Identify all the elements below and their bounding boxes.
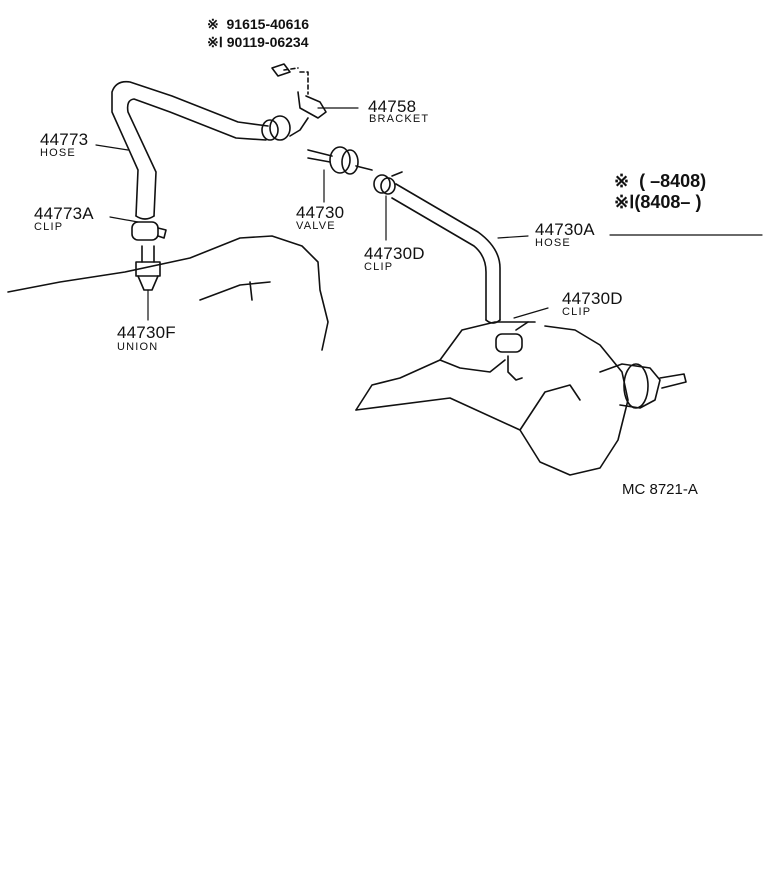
clip-44773A (131, 221, 167, 241)
legend-row-1: ※ ( –8408) (614, 172, 706, 190)
bracket-number: 44758 (368, 97, 417, 116)
legend-row-1-range: ( –8408) (639, 171, 707, 191)
leader-lines (95, 107, 763, 321)
bracket-name: BRACKET (369, 113, 430, 125)
clip-mid-number: 44730D (364, 244, 425, 263)
bolt-1-label: ※ 91615-40616 (207, 17, 309, 31)
legend-row-2: ※Ⅰ(8408– ) (614, 193, 701, 211)
clip-44730D-right (495, 321, 529, 381)
union-44730F (135, 245, 161, 291)
legend-row-2-mark: ※Ⅰ (614, 192, 635, 212)
brake-booster-outline (355, 321, 687, 476)
union-number: 44730F (117, 323, 176, 342)
clip-right-name: CLIP (562, 306, 592, 318)
valve-number: 44730 (296, 203, 345, 222)
clip-mid-name: CLIP (364, 261, 394, 273)
legend-row-1-mark: ※ (614, 171, 630, 191)
bolt-2-number: 90119-06234 (226, 34, 309, 50)
hose-left-number: 44773 (40, 130, 89, 149)
union-name: UNION (117, 341, 159, 353)
hose-right-name: HOSE (535, 237, 571, 249)
engine-manifold-outline (7, 235, 329, 351)
clip-right-number: 44730D (562, 289, 623, 308)
hose-44773 (111, 80, 269, 220)
bolt-1-number: 91615-40616 (226, 16, 310, 32)
clip-left-number: 44773A (34, 204, 94, 223)
bolt-1-mark: ※ (207, 16, 219, 32)
figure-code: MC 8721-A (622, 481, 698, 498)
bolt-and-bracket-44758 (261, 63, 327, 141)
hose-44730A (391, 183, 501, 324)
clip-44730D-mid (373, 171, 403, 195)
bolt-2-label: ※Ⅰ 90119-06234 (207, 35, 309, 49)
legend-row-2-range: (8408– ) (634, 192, 702, 212)
valve-44730 (307, 146, 373, 175)
valve-name: VALVE (296, 220, 336, 232)
hose-right-number: 44730A (535, 220, 595, 239)
bolt-2-mark: ※Ⅰ (207, 34, 223, 50)
clip-left-name: CLIP (34, 221, 64, 233)
hose-left-name: HOSE (40, 147, 76, 159)
